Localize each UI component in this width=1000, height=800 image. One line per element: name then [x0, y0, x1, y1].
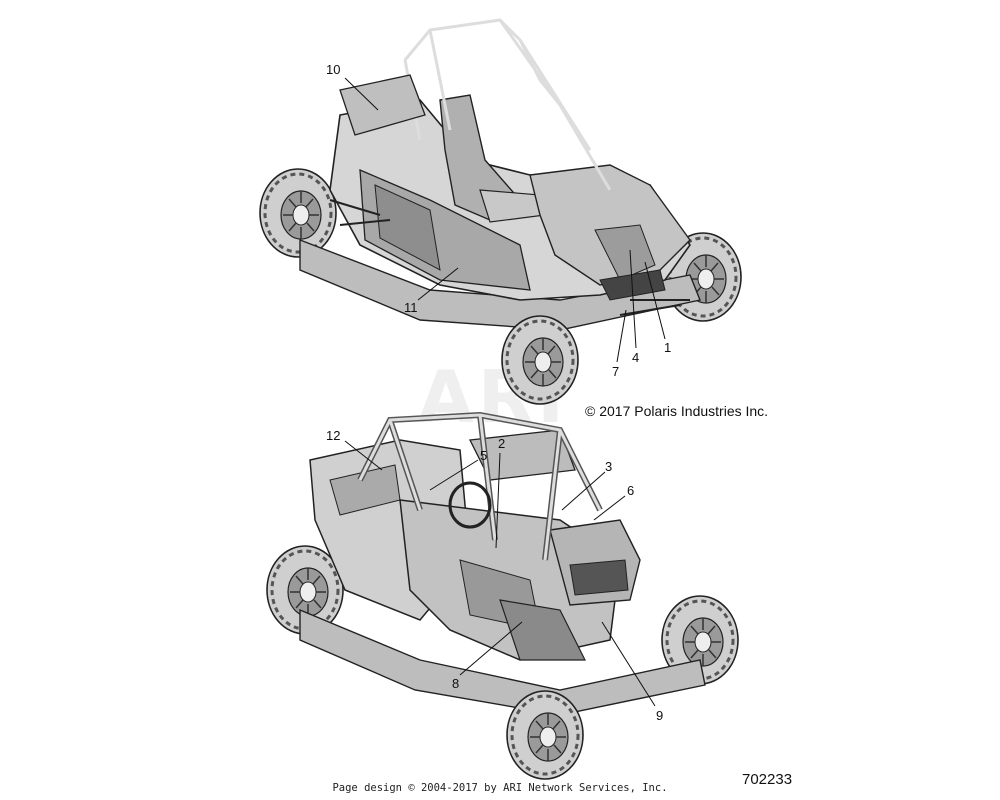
callout-11: 11	[404, 300, 418, 315]
leader-lines	[344, 77, 666, 707]
page-footer: Page design © 2004-2017 by ARI Network S…	[332, 782, 668, 794]
callout-5: 5	[480, 448, 487, 463]
callout-7: 7	[612, 364, 619, 379]
callout-numbers: 10 11 1 4 7 12 2 5 3 6 8 9	[326, 62, 671, 723]
callout-2: 2	[498, 436, 505, 451]
callout-8: 8	[452, 676, 459, 691]
callout-6: 6	[627, 483, 634, 498]
callout-1: 1	[664, 340, 671, 355]
vehicle-bottom-view	[265, 411, 740, 781]
figure-number: 702233	[742, 771, 793, 788]
copyright-notice: © 2017 Polaris Industries Inc.	[585, 403, 769, 419]
vehicle-top-view	[258, 18, 743, 406]
callout-4: 4	[632, 350, 639, 365]
callout-3: 3	[605, 459, 612, 474]
callout-12: 12	[326, 428, 340, 443]
callout-10: 10	[326, 62, 340, 77]
callout-9: 9	[656, 708, 663, 723]
